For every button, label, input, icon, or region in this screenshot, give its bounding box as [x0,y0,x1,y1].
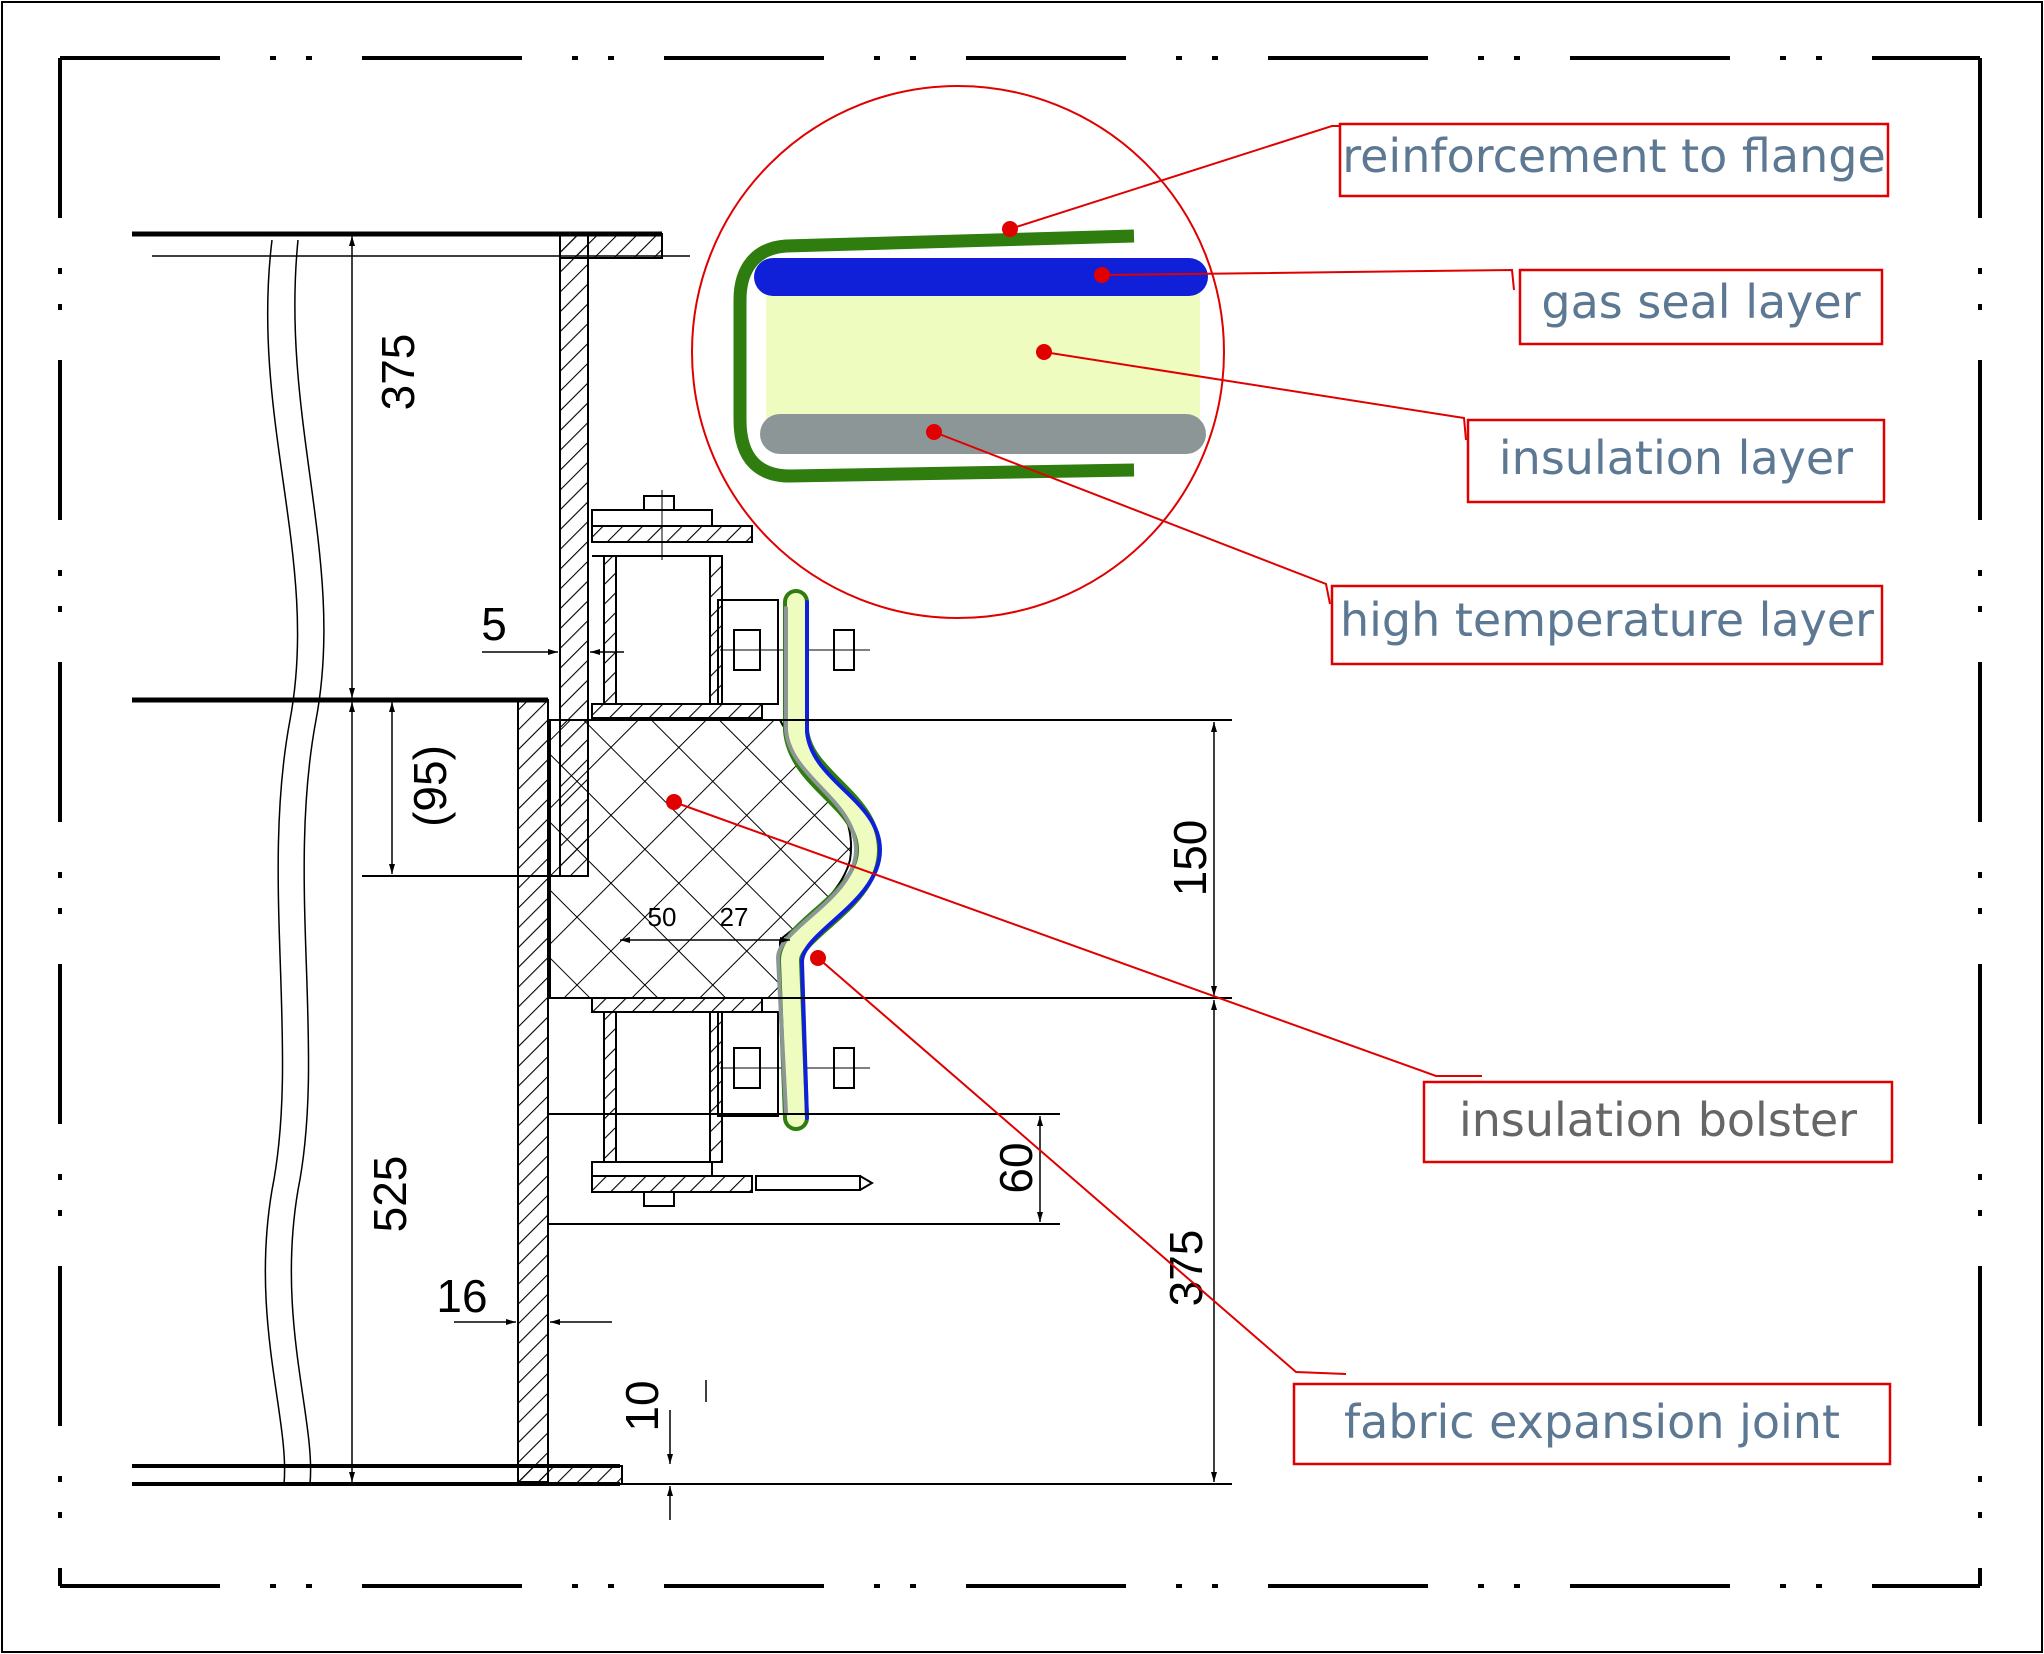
detail-view [691,85,1225,619]
upper-bracket [591,490,870,719]
dim-375-top: 375 [372,334,424,411]
detail-insulation-layer [766,272,1200,422]
fabric-joint-layers [775,589,883,1131]
label-reinforcement: reinforcement to flange [1338,122,1890,198]
dim-60: 60 [990,1142,1042,1193]
dim-10: 10 [616,1380,668,1431]
dim-95: (95) [404,745,456,827]
label-gas-seal-text: gas seal layer [1541,275,1860,329]
label-fabric-joint-text: fabric expansion joint [1344,1395,1840,1449]
dim-16: 16 [436,1270,487,1322]
label-fabric-joint: fabric expansion joint [1292,1382,1892,1466]
detail-reinforcement [733,229,1135,483]
label-insulation-layer: insulation layer [1466,418,1886,504]
callout-dots [666,221,1110,966]
label-gas-seal: gas seal layer [1518,268,1884,346]
label-high-temp-text: high temperature layer [1340,593,1874,647]
dim-525: 525 [364,1156,416,1233]
lower-flange [517,699,623,1485]
dim-50: 50 [648,902,677,932]
label-insulation-layer-text: insulation layer [1499,431,1853,485]
lower-bracket [548,997,874,1225]
reference-lines [362,719,1232,1485]
dim-27: 27 [720,902,749,932]
label-reinforcement-text: reinforcement to flange [1342,129,1886,183]
detail-high-temperature-layer [760,414,1206,454]
dim-375-bottom: 375 [1160,1230,1212,1307]
label-bolster: insulation bolster [1422,1080,1894,1164]
detail-gas-seal-layer [754,258,1208,296]
dimension-lines [349,236,1217,1520]
label-high-temp: high temperature layer [1330,584,1884,666]
dim-150: 150 [1164,820,1216,897]
dim-5: 5 [481,598,507,650]
label-bolster-text: insulation bolster [1459,1093,1857,1147]
dash-dot-frame [58,56,1982,1588]
